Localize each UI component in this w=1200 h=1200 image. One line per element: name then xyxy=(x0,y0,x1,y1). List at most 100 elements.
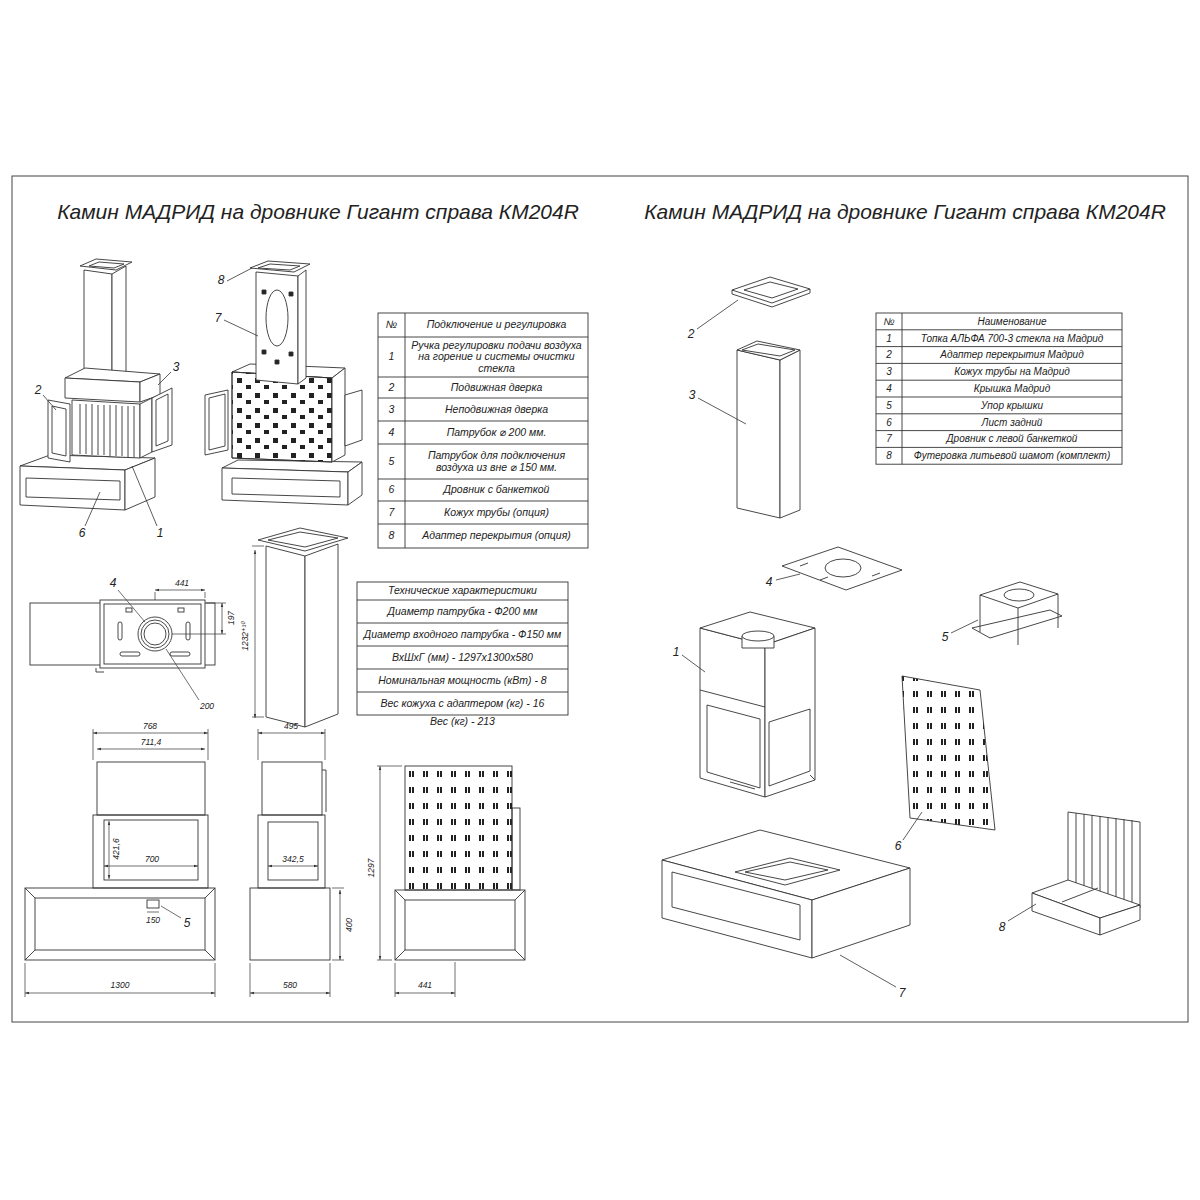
callout-number: 3 xyxy=(173,361,180,373)
exploded-parts xyxy=(700,628,765,797)
exploded-parts xyxy=(825,559,861,577)
fireplace-iso-rear xyxy=(205,390,228,455)
fireplace-iso-rear xyxy=(222,468,348,505)
table-cell: Упор крышки xyxy=(902,397,1122,414)
table-cell: Дровник с левой банкеткой xyxy=(902,431,1122,448)
dimension-line xyxy=(252,546,264,718)
fireplace-iso-rear xyxy=(209,394,225,450)
table-cell: Адаптер перекрытия Мадрид xyxy=(902,347,1122,364)
leader-line xyxy=(903,812,922,840)
fireplace-iso-front xyxy=(72,400,140,458)
callout-number: 5 xyxy=(942,631,949,643)
exploded-parts xyxy=(732,277,810,303)
table-cell: ВхШхГ (мм) - 1297х1300х580 xyxy=(357,646,568,669)
table-cell: 1 xyxy=(378,337,405,377)
table-cell: 6 xyxy=(378,479,405,501)
fireplace-iso-front xyxy=(80,404,134,457)
dimension-text: 495 xyxy=(284,722,298,731)
table-grid xyxy=(876,313,1122,464)
leader-line xyxy=(224,268,258,336)
table-cell: Номинальная мощность (кВт) - 8 xyxy=(357,669,568,692)
dimension-text: 1300 xyxy=(111,981,130,990)
top-view xyxy=(118,622,122,640)
sheet-title: Камин МАДРИД на дровнике Гигант справа К… xyxy=(644,201,1166,222)
front-view xyxy=(25,888,215,960)
dimension-line xyxy=(118,590,226,700)
callout-number: 1 xyxy=(157,527,164,539)
dimension-line xyxy=(395,962,455,997)
dimension-line xyxy=(268,866,318,867)
front-view xyxy=(35,898,205,950)
fireplace-iso-rear xyxy=(258,264,300,270)
leader-line xyxy=(1008,904,1036,921)
dimension-text: 1297 xyxy=(367,859,376,878)
dimension-line xyxy=(166,649,199,700)
table-cell: Патрубок для подключения воздуха из вне … xyxy=(405,444,588,479)
callout-number: 2 xyxy=(688,328,695,340)
callout-number: 1 xyxy=(673,646,680,658)
back-view xyxy=(395,890,525,960)
back-view xyxy=(405,766,512,890)
table-cell: Диаметр входного патрубка - Ф150 мм xyxy=(357,623,568,646)
exploded-parts xyxy=(800,563,880,580)
leader-line xyxy=(697,300,738,329)
fireplace-iso-rear xyxy=(266,290,288,346)
dimension-line xyxy=(258,733,325,734)
chimney-casing xyxy=(266,546,305,727)
side-view xyxy=(250,762,330,960)
exploded-parts xyxy=(1004,589,1034,601)
leader-line xyxy=(951,620,978,633)
leader-line xyxy=(224,320,258,336)
fireplace-iso-front xyxy=(140,398,152,458)
dimension-line xyxy=(25,993,215,994)
table-header: № xyxy=(378,313,405,337)
exploded-parts xyxy=(730,775,815,789)
chimney-casing xyxy=(268,532,338,547)
side-view xyxy=(322,770,326,812)
callout-number: 7 xyxy=(215,312,222,324)
exploded-parts xyxy=(980,582,1058,608)
table-cell: Диаметр патрубка - Ф200 мм xyxy=(357,600,568,623)
top-view xyxy=(30,600,215,672)
exploded-parts xyxy=(737,350,780,518)
dimension-text: 421,6 xyxy=(112,838,121,859)
side-view xyxy=(268,822,318,880)
front-view xyxy=(25,762,215,960)
dimension-text: 342,5 xyxy=(282,855,303,864)
fireplace-iso-front xyxy=(52,406,66,456)
back-view xyxy=(405,766,512,890)
top-view xyxy=(126,608,132,612)
table-cell: 8 xyxy=(876,447,902,464)
exploded-parts xyxy=(972,594,1062,645)
table-cell: 3 xyxy=(378,398,405,421)
dimension-line xyxy=(93,733,208,734)
dimension-line xyxy=(155,590,205,591)
top-view xyxy=(120,652,140,656)
table-grid xyxy=(876,313,1122,464)
dimension-line xyxy=(147,912,159,913)
table-cell: Дровник с банкеткой xyxy=(405,479,588,501)
dimension-line xyxy=(25,963,215,997)
dimension-text: 441 xyxy=(175,579,189,588)
dimension-text: 1232⁺¹⁰ xyxy=(241,621,250,651)
front-view xyxy=(93,815,208,888)
chimney-casing xyxy=(258,528,348,727)
dimension-text: 400 xyxy=(345,918,354,932)
table-grid xyxy=(378,313,588,548)
fireplace-iso-front xyxy=(156,394,168,446)
fireplace-iso-rear xyxy=(298,270,306,384)
callout-number: 5 xyxy=(184,917,191,929)
fireplace-iso-front xyxy=(89,262,124,268)
callout-number: 8 xyxy=(999,921,1006,933)
dimension-line xyxy=(250,963,330,997)
fireplace-iso-front xyxy=(80,259,132,270)
table-cell: 2 xyxy=(378,377,405,398)
dimension-line xyxy=(93,729,208,760)
dimension-line xyxy=(172,603,226,634)
table-cell: 7 xyxy=(876,431,902,448)
fireplace-iso-front xyxy=(112,266,126,378)
fireplace-iso-rear xyxy=(262,350,266,354)
table-grid xyxy=(357,600,568,692)
fireplace-iso-rear xyxy=(205,261,362,505)
